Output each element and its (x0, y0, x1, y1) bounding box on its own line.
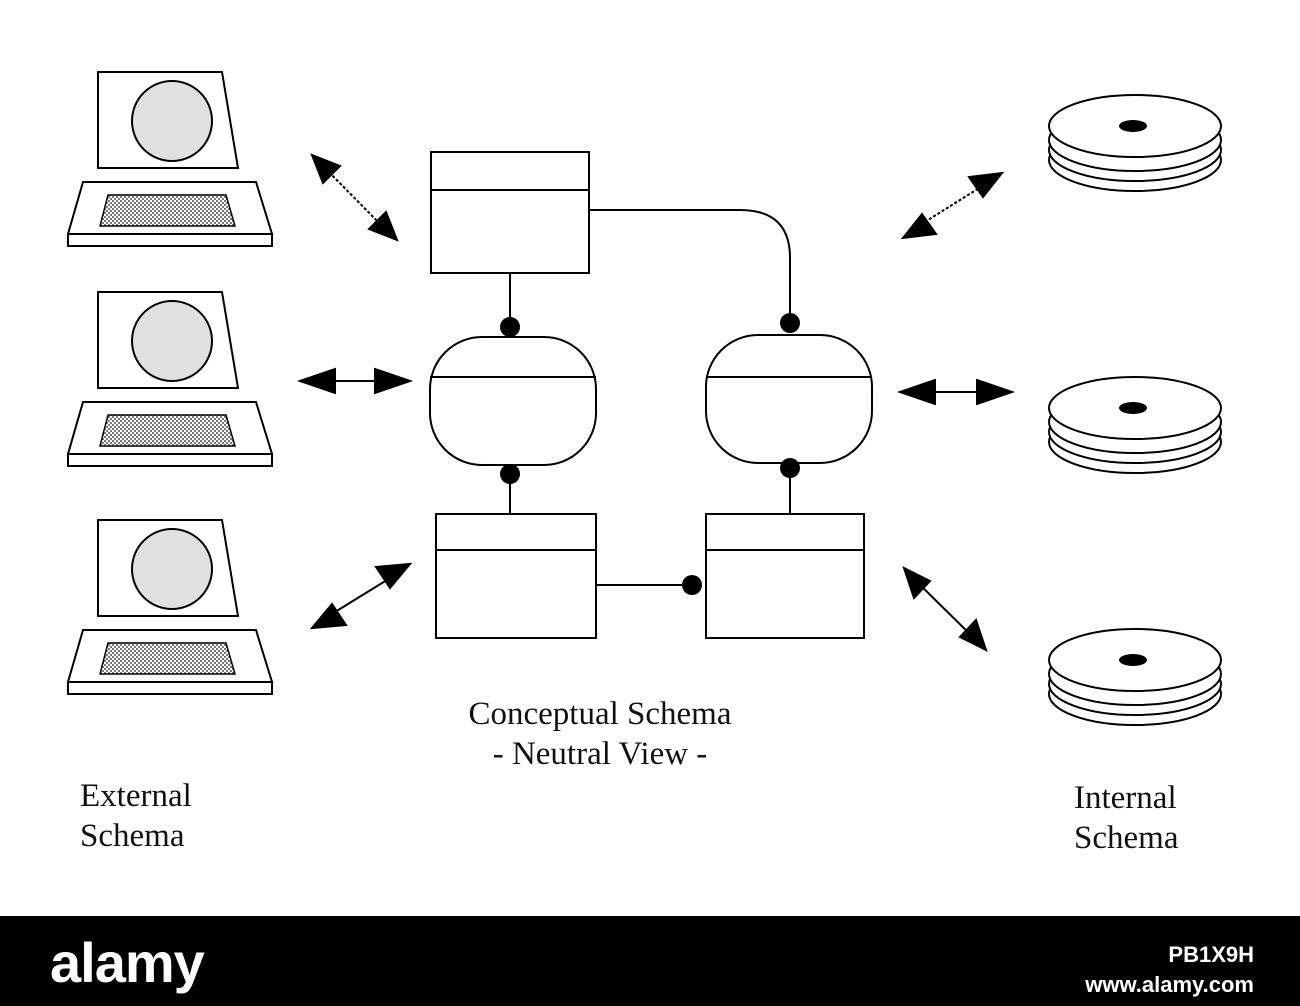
disk-stack-icon (1048, 94, 1222, 192)
internal-schema-label: Internal Schema (1074, 780, 1179, 856)
double-arrow-icon (310, 153, 399, 242)
entity-box (430, 151, 590, 274)
terminal-icon (67, 519, 273, 695)
entity-box (705, 513, 865, 639)
disk-stack-icon (1048, 628, 1222, 726)
alamy-logo: alamy (50, 931, 205, 994)
double-arrow-icon (902, 566, 988, 652)
watermark-footer: alamy PB1X9H www.alamy.com (0, 916, 1300, 1006)
double-arrow-icon (309, 562, 413, 630)
double-arrow-icon (296, 367, 414, 395)
schema-diagram (67, 71, 1222, 726)
image-id: PB1X9H www.alamy.com (1085, 940, 1254, 1000)
terminal-icon (67, 291, 273, 467)
site-url: www.alamy.com (1085, 972, 1254, 997)
connection-dots (500, 313, 800, 595)
double-arrow-icon (896, 378, 1016, 406)
double-arrow-icon (900, 171, 1005, 240)
terminal-icon (67, 71, 273, 247)
image-id-code: PB1X9H (1168, 942, 1254, 967)
relationship-shape (429, 336, 597, 466)
entity-box (435, 513, 597, 639)
disk-stack-icon (1048, 376, 1222, 474)
relationship-shape (705, 334, 873, 464)
external-schema-label: External Schema (80, 778, 192, 854)
conceptual-schema-label: Conceptual Schema - Neutral View - (468, 696, 732, 772)
